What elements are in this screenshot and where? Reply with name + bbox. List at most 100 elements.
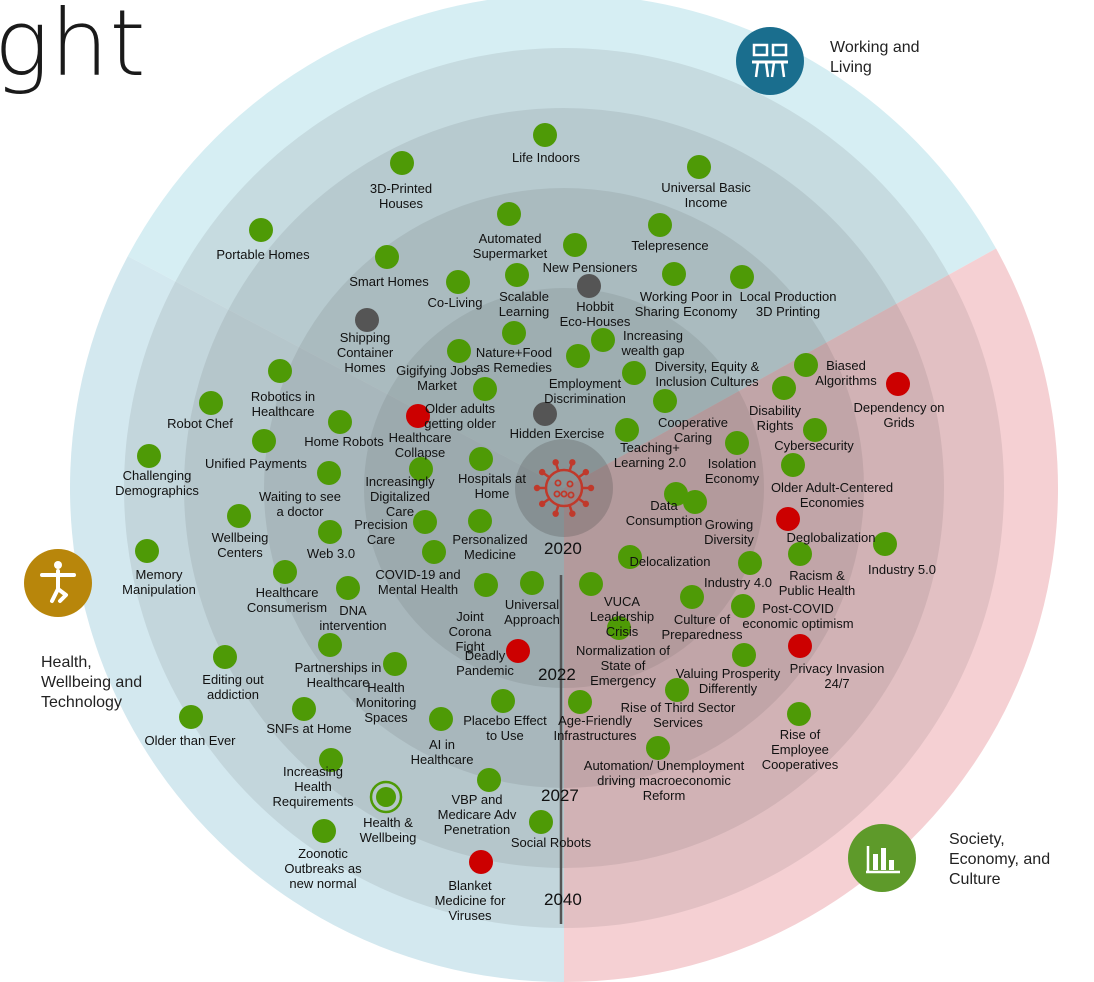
trend-dot[interactable]: [375, 245, 399, 269]
trend-dot[interactable]: [725, 431, 749, 455]
trend-dot[interactable]: [731, 594, 755, 618]
trend-dot[interactable]: [409, 457, 433, 481]
horizon-rings: [124, 48, 1004, 928]
trend-dot[interactable]: [648, 213, 672, 237]
trend-dot[interactable]: [794, 353, 818, 377]
horizon-ring: [364, 288, 764, 688]
trend-dot[interactable]: [468, 509, 492, 533]
trend-dot[interactable]: [474, 573, 498, 597]
trend-dot[interactable]: [529, 810, 553, 834]
trend-dot[interactable]: [406, 404, 430, 428]
trend-dot[interactable]: [179, 705, 203, 729]
trend-dot[interactable]: [135, 539, 159, 563]
trend-dot[interactable]: [319, 748, 343, 772]
trend-dot[interactable]: [318, 520, 342, 544]
trend-dot[interactable]: [615, 418, 639, 442]
trend-dot[interactable]: [469, 447, 493, 471]
trend-dot[interactable]: [497, 202, 521, 226]
trend-dot[interactable]: [355, 308, 379, 332]
trend-dot[interactable]: [383, 652, 407, 676]
trend-dot[interactable]: [873, 532, 897, 556]
trend-dot[interactable]: [607, 616, 631, 640]
trend-dot[interactable]: [429, 707, 453, 731]
trend-dot[interactable]: [328, 410, 352, 434]
trend-dot[interactable]: [886, 372, 910, 396]
trend-dot[interactable]: [491, 689, 515, 713]
trend-dot[interactable]: [566, 344, 590, 368]
category-label-society: Society, Economy, and Culture: [949, 831, 1051, 888]
trend-dot[interactable]: [273, 560, 297, 584]
trend-dot[interactable]: [738, 551, 762, 575]
trend-dot[interactable]: [336, 576, 360, 600]
trend-dot[interactable]: [137, 444, 161, 468]
trend-dot[interactable]: [312, 819, 336, 843]
trend-dot[interactable]: [776, 507, 800, 531]
trend-dot[interactable]: [473, 377, 497, 401]
trend-dot[interactable]: [680, 585, 704, 609]
trend-dot[interactable]: [502, 321, 526, 345]
trend-dot[interactable]: [579, 572, 603, 596]
trend-dot-ring[interactable]: [369, 780, 403, 814]
trend-dot[interactable]: [506, 639, 530, 663]
trend-dot[interactable]: [376, 787, 396, 807]
trend-dot[interactable]: [533, 402, 557, 426]
trend-dot[interactable]: [469, 850, 493, 874]
trend-dot[interactable]: [249, 218, 273, 242]
trend-dot[interactable]: [199, 391, 223, 415]
society-economy-icon: [848, 824, 916, 892]
trend-dot[interactable]: [422, 540, 446, 564]
trend-dot[interactable]: [563, 233, 587, 257]
trend-dot[interactable]: [413, 510, 437, 534]
trend-dot[interactable]: [788, 634, 812, 658]
trend-dot[interactable]: [787, 702, 811, 726]
trend-dot[interactable]: [446, 270, 470, 294]
trend-dot[interactable]: [687, 155, 711, 179]
trend-dot[interactable]: [788, 542, 812, 566]
trend-dot[interactable]: [665, 678, 689, 702]
trend-dot[interactable]: [781, 453, 805, 477]
trend-dot[interactable]: [268, 359, 292, 383]
trend-dot[interactable]: [505, 263, 529, 287]
trend-label: Racism &Public Health: [779, 568, 856, 598]
trend-dot[interactable]: [252, 429, 276, 453]
sector-health-wellbeing: [69, 256, 565, 982]
trend-dot[interactable]: [622, 361, 646, 385]
trend-dot[interactable]: [533, 123, 557, 147]
trend-dot[interactable]: [618, 545, 642, 569]
trend-dot[interactable]: [772, 376, 796, 400]
trend-dot[interactable]: [213, 645, 237, 669]
trend-dot[interactable]: [683, 490, 707, 514]
trend-dot[interactable]: [318, 633, 342, 657]
trend-dot[interactable]: [591, 328, 615, 352]
trend-dot[interactable]: [477, 768, 501, 792]
trend-dot[interactable]: [390, 151, 414, 175]
trend-dot[interactable]: [664, 482, 688, 506]
trend-dot[interactable]: [732, 643, 756, 667]
category-label-working: Working and Living: [830, 39, 920, 76]
trend-dot[interactable]: [447, 339, 471, 363]
trend-dot[interactable]: [227, 504, 251, 528]
trend-label: Diversity, Equity &Inclusion Cultures: [655, 359, 760, 389]
trend-dot[interactable]: [646, 736, 670, 760]
trend-dot[interactable]: [317, 461, 341, 485]
trend-dot[interactable]: [292, 697, 316, 721]
trend-label: Co-Living: [428, 295, 483, 310]
trend-dot[interactable]: [730, 265, 754, 289]
trend-dot[interactable]: [662, 262, 686, 286]
trend-dot[interactable]: [577, 274, 601, 298]
trend-dot[interactable]: [803, 418, 827, 442]
trend-dot[interactable]: [568, 690, 592, 714]
trend-dot[interactable]: [520, 571, 544, 595]
trend-dot[interactable]: [653, 389, 677, 413]
